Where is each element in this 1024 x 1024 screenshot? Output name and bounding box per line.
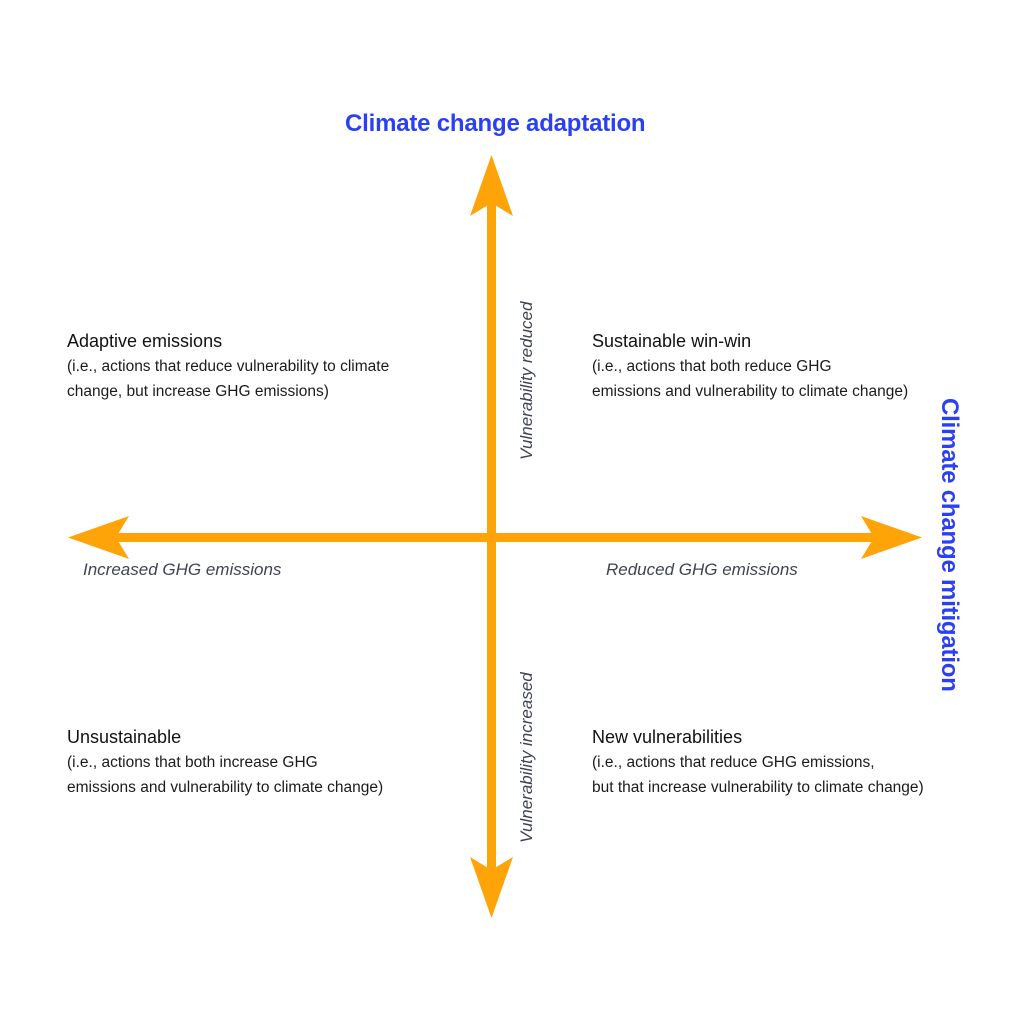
quadrant-description-line: but that increase vulnerability to clima… <box>592 779 924 796</box>
axis-label-vulnerability-increased: Vulnerability increased <box>517 672 536 843</box>
quadrant-description: (i.e., actions that both reduce GHG emis… <box>592 354 992 404</box>
vertical-axis-shaft <box>487 185 496 878</box>
axis-arrowhead-left <box>68 516 129 559</box>
quadrant-description: (i.e., actions that both increase GHG em… <box>67 750 467 800</box>
quadrant-description: (i.e., actions that reduce vulnerability… <box>67 354 467 404</box>
axis-label-reduced-ghg-emissions: Reduced GHG emissions <box>606 560 798 579</box>
quadrant-description-line: (i.e., actions that both reduce GHG <box>592 358 832 375</box>
axis-label-vulnerability-reduced: Vulnerability reduced <box>517 301 536 460</box>
axis-label-increased-ghg-emissions: Increased GHG emissions <box>83 560 282 579</box>
quadrant-description-line: (i.e., actions that both increase GHG <box>67 754 318 771</box>
quadrant-heading: Adaptive emissions <box>67 331 223 351</box>
quadrant-description-line: emissions and vulnerability to climate c… <box>67 779 384 796</box>
quadrant-top-left-adaptive-emissions: Adaptive emissions (i.e., actions that r… <box>67 328 467 404</box>
quadrant-top-right-sustainable-win-win: Sustainable win-win (i.e., actions that … <box>592 328 992 404</box>
quadrant-heading: New vulnerabilities <box>592 727 743 747</box>
axis-arrowhead-up <box>470 155 513 216</box>
quadrant-description-line: (i.e., actions that reduce GHG emissions… <box>592 754 875 771</box>
quadrant-description: (i.e., actions that reduce GHG emissions… <box>592 750 992 800</box>
quadrant-heading: Unsustainable <box>67 727 182 747</box>
quadrant-bottom-left-unsustainable: Unsustainable (i.e., actions that both i… <box>67 724 467 800</box>
quadrant-description-line: emissions and vulnerability to climate c… <box>592 383 909 400</box>
axis-arrowhead-down <box>470 857 513 918</box>
axis-arrowhead-right <box>861 516 922 559</box>
quadrant-description-line: change, but increase GHG emissions) <box>67 383 329 400</box>
horizontal-axis-title: Climate change mitigation <box>936 398 963 692</box>
quadrant-bottom-right-new-vulnerabilities: New vulnerabilities (i.e., actions that … <box>592 724 992 800</box>
vertical-axis-title: Climate change adaptation <box>345 110 646 137</box>
quadrant-description-line: (i.e., actions that reduce vulnerability… <box>67 358 390 375</box>
quadrant-heading: Sustainable win-win <box>592 331 752 351</box>
horizontal-axis-shaft <box>101 533 901 542</box>
